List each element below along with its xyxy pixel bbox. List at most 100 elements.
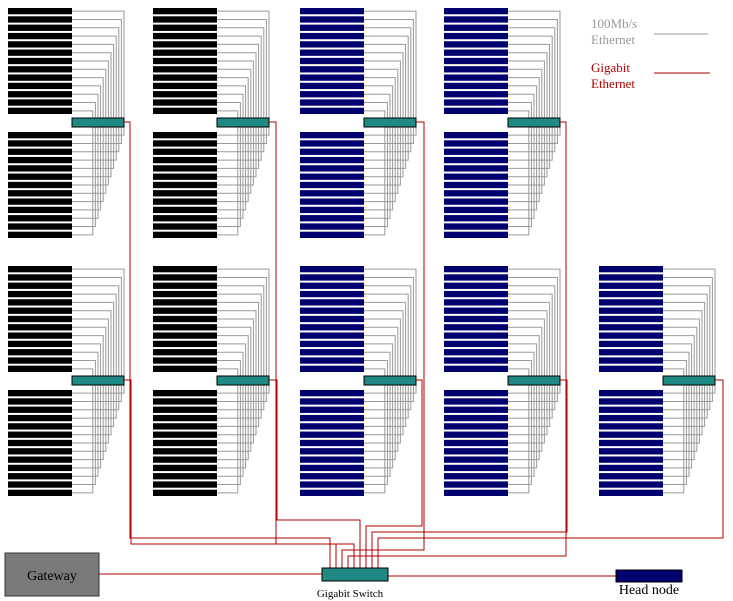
compute-node (153, 8, 217, 15)
rack-switch (71, 375, 125, 386)
compute-node (444, 464, 508, 472)
compute-node (444, 274, 508, 281)
rack-0-3 (444, 8, 561, 238)
compute-node (8, 74, 72, 81)
compute-node (153, 481, 217, 488)
fast-ethernet-cable (364, 380, 386, 494)
compute-node (153, 324, 217, 331)
compute-node (153, 91, 217, 98)
compute-node (8, 448, 72, 455)
compute-node (300, 340, 364, 348)
compute-node (444, 223, 508, 230)
compute-node (8, 398, 72, 405)
compute-node (153, 32, 217, 40)
compute-node (599, 290, 663, 298)
fast-ethernet-cable (72, 122, 109, 186)
fast-ethernet-cable (364, 351, 391, 380)
compute-node (153, 431, 217, 438)
fast-ethernet-cable (217, 380, 254, 444)
compute-node (153, 215, 217, 222)
fast-ethernet-cable (217, 380, 244, 477)
fast-ethernet-cable (508, 122, 556, 153)
fast-ethernet-cable (508, 27, 556, 122)
fast-ethernet-cable (508, 122, 530, 236)
fast-ethernet-cable (364, 380, 404, 436)
compute-node (8, 24, 72, 31)
fast-ethernet-cable (508, 335, 540, 380)
compute-node (300, 448, 364, 455)
fast-ethernet-cable (72, 122, 115, 169)
gigabit-cable (365, 379, 423, 568)
compute-node (444, 49, 508, 56)
fast-ethernet-cable (72, 60, 109, 122)
compute-node (8, 431, 72, 438)
compute-node (153, 439, 217, 447)
fast-ethernet-cable (72, 380, 104, 461)
fast-ethernet-cable (217, 122, 265, 153)
fast-ethernet-cable (72, 122, 120, 153)
compute-node (300, 8, 364, 15)
compute-node (444, 481, 508, 488)
compute-node (300, 173, 364, 180)
fast-ethernet-cable (508, 68, 543, 122)
compute-node (8, 489, 72, 496)
fast-ethernet-cable (508, 351, 535, 380)
compute-node (8, 32, 72, 40)
fast-ethernet-cable (364, 326, 399, 380)
fast-ethernet-cable (72, 268, 125, 380)
fast-ethernet-cable (217, 380, 252, 452)
fast-ethernet-cable (364, 43, 407, 122)
compute-node (153, 473, 217, 480)
fast-ethernet-cable (364, 77, 396, 122)
compute-node (8, 41, 72, 48)
fast-ethernet-cable (663, 276, 713, 380)
fast-ethernet-cable (508, 122, 545, 186)
compute-node (300, 206, 364, 214)
compute-node (599, 266, 663, 273)
fast-ethernet-cable (72, 380, 115, 427)
fast-ethernet-cable (663, 326, 698, 380)
compute-node (8, 473, 72, 480)
fast-ethernet-cable (663, 380, 703, 436)
fast-ethernet-cable (217, 122, 249, 203)
compute-node (599, 282, 663, 289)
fast-ethernet-cable (217, 68, 252, 122)
fast-ethernet-cable (72, 285, 120, 380)
fast-ethernet-cable (364, 380, 391, 477)
compute-node (599, 357, 663, 364)
fast-ethernet-cable (663, 268, 716, 380)
fast-ethernet-cable (663, 380, 698, 452)
compute-node (300, 390, 364, 397)
fast-ethernet-cable (663, 380, 711, 411)
compute-node (444, 290, 508, 298)
fast-ethernet-cable (72, 122, 112, 178)
compute-node (8, 266, 72, 273)
fast-ethernet-cable (364, 268, 417, 380)
compute-node (300, 181, 364, 189)
compute-node (8, 299, 72, 306)
compute-node (300, 266, 364, 273)
fast-ethernet-cable (364, 122, 404, 178)
compute-node (153, 464, 217, 472)
compute-node (599, 349, 663, 356)
compute-node (599, 423, 663, 430)
rack-1-1 (153, 266, 270, 496)
compute-node (444, 16, 508, 23)
compute-node (444, 57, 508, 65)
compute-node (153, 99, 217, 106)
compute-node (444, 349, 508, 356)
fast-ethernet-cable (364, 335, 396, 380)
compute-node (300, 82, 364, 90)
fast-ethernet-cable (508, 60, 545, 122)
fast-ethernet-cable (508, 122, 532, 228)
gigabit-cable (347, 121, 567, 568)
compute-node (300, 349, 364, 356)
fast-ethernet-cable (72, 301, 115, 380)
fast-ethernet-cable (508, 43, 551, 122)
compute-node (153, 266, 217, 273)
compute-node (300, 290, 364, 298)
compute-node (8, 16, 72, 23)
fast-ethernet-cable (72, 276, 122, 380)
fast-ethernet-cable (72, 380, 122, 402)
compute-node (300, 156, 364, 164)
